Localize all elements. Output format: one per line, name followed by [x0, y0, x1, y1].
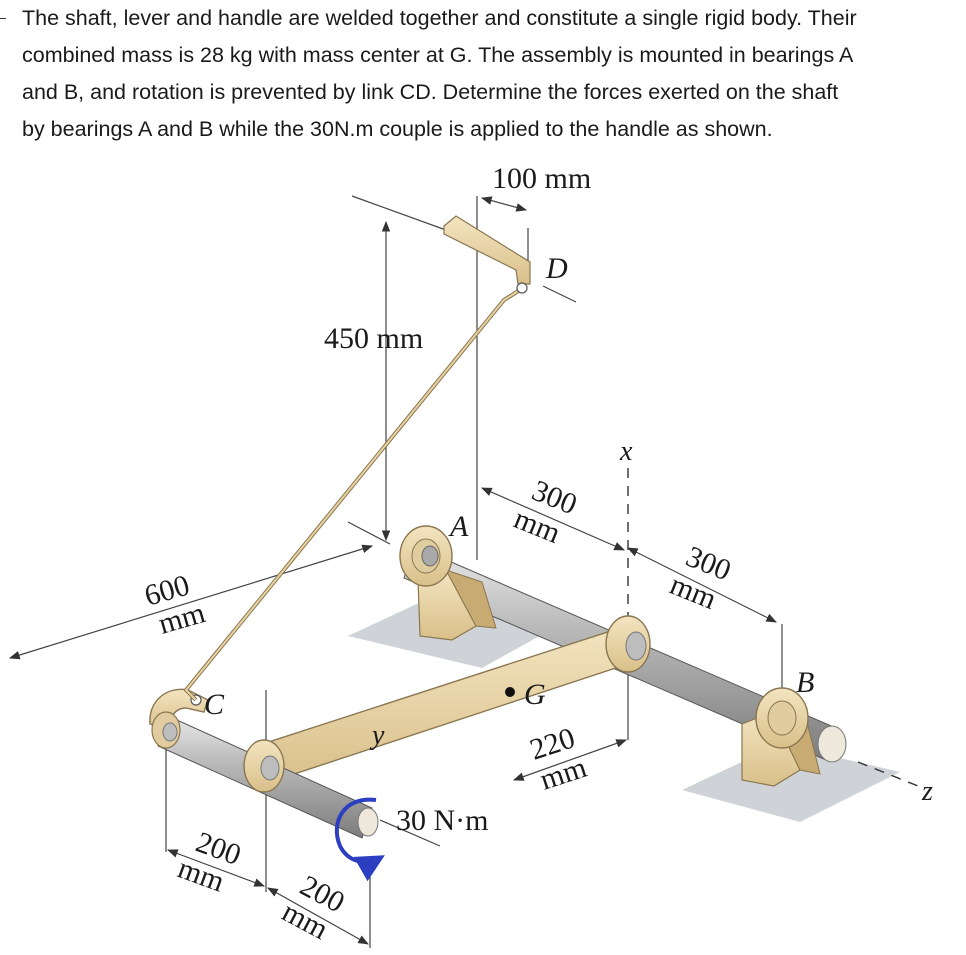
problem-line-2: combined mass is 28 kg with mass center …	[22, 43, 854, 67]
label-point-g: G	[524, 678, 546, 711]
label-point-d: D	[545, 252, 568, 285]
mass-center-g	[505, 687, 515, 697]
bearing-b	[741, 687, 821, 787]
label-axis-y: y	[369, 720, 385, 751]
handle-shaft	[157, 715, 379, 839]
label-point-b: B	[796, 666, 814, 699]
label-point-a: A	[448, 510, 469, 543]
bearing-b-shadow	[682, 744, 900, 822]
problem-line-4: by bearings A and B while the 30N.m coup…	[22, 117, 773, 141]
label-axis-x: x	[619, 436, 633, 467]
problem-line-3: and B, and rotation is prevented by link…	[22, 80, 839, 104]
label-dim-100: 100 mm	[492, 162, 591, 195]
bearing-a	[399, 525, 497, 641]
couple-arrow-icon	[334, 797, 385, 882]
problem-line-1: The shaft, lever and handle are welded t…	[22, 6, 857, 30]
problem-statement: The shaft, lever and handle are welded t…	[22, 0, 962, 148]
label-dim-450: 450 mm	[324, 322, 423, 355]
label-point-c: C	[204, 688, 225, 721]
label-couple: 30 N·m	[396, 804, 489, 837]
support-bracket-d	[443, 215, 531, 294]
margin-dash	[0, 18, 6, 19]
label-axis-z: z	[921, 776, 933, 807]
